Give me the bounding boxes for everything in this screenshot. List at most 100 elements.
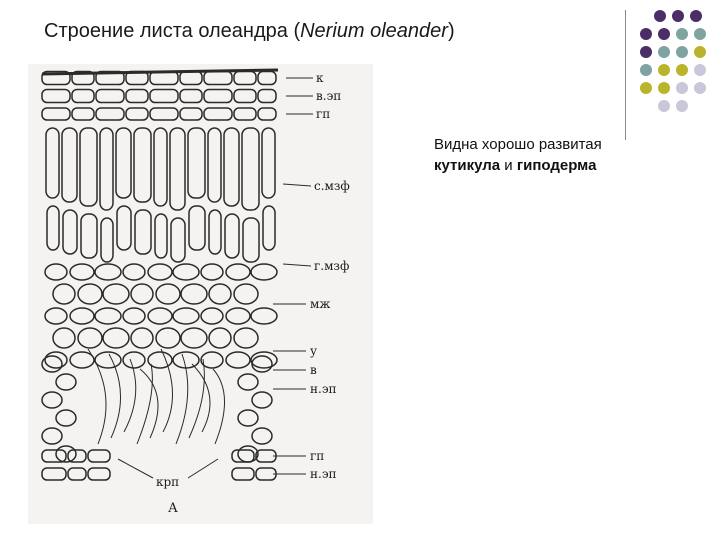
- decor-dot: [654, 10, 666, 22]
- cell: [125, 70, 149, 86]
- cell: [125, 107, 149, 121]
- cell: [41, 70, 71, 86]
- cell: [100, 217, 114, 263]
- cell: [160, 348, 173, 433]
- cell: [125, 88, 149, 104]
- cell: [188, 205, 206, 251]
- cell: [175, 353, 189, 445]
- decor-dot: [640, 46, 652, 58]
- cell: [172, 351, 200, 369]
- cell: [87, 348, 107, 445]
- label-k: к: [316, 71, 324, 85]
- cell: [251, 391, 273, 409]
- cell: [136, 363, 153, 445]
- decor-dot: [694, 46, 706, 58]
- cell: [41, 467, 67, 481]
- cell: [155, 283, 181, 305]
- cell: [149, 70, 179, 86]
- cell: [62, 209, 78, 255]
- cell: [46, 205, 60, 251]
- cell: [69, 351, 95, 369]
- cell: [250, 351, 278, 369]
- decor-dot: [640, 82, 652, 94]
- cell: [69, 307, 95, 325]
- cell: [153, 127, 168, 207]
- cell: [200, 263, 224, 281]
- cell: [55, 445, 77, 463]
- cell: [108, 353, 121, 439]
- cell: [87, 449, 111, 463]
- decor-dot: [694, 64, 706, 76]
- cell: [99, 127, 114, 211]
- cell: [251, 427, 273, 445]
- cell: [200, 307, 224, 325]
- body-text-line2: кутикула и гиподерма: [434, 155, 694, 176]
- cell: [237, 445, 259, 463]
- cell: [149, 88, 179, 104]
- cell: [225, 263, 251, 281]
- cell: [95, 88, 125, 104]
- cell: [203, 107, 233, 121]
- label-mzh: мж: [310, 297, 330, 311]
- cell: [223, 127, 240, 207]
- slide-title: Строение листа олеандра (Nerium oleander…: [44, 20, 455, 43]
- cell: [94, 307, 122, 325]
- decor-dot: [676, 100, 688, 112]
- cell: [233, 283, 259, 305]
- cell: [77, 283, 103, 305]
- cell: [225, 351, 251, 369]
- cell: [203, 70, 233, 86]
- cell: [122, 307, 146, 325]
- cell: [172, 263, 200, 281]
- cell: [71, 107, 95, 121]
- cell: [233, 107, 257, 121]
- label-s-mzf: с.мзф: [314, 179, 350, 193]
- cell: [179, 70, 203, 86]
- cell: [102, 283, 130, 305]
- cell: [261, 127, 276, 199]
- cell: [44, 351, 68, 369]
- cell: [41, 427, 63, 445]
- cell: [95, 107, 125, 121]
- decor-dot: [658, 100, 670, 112]
- cell: [187, 127, 206, 199]
- cell: [71, 70, 95, 86]
- cell: [242, 217, 260, 263]
- cell: [44, 263, 68, 281]
- cell: [116, 205, 132, 251]
- cell: [41, 88, 71, 104]
- cell: [188, 358, 205, 439]
- cell: [147, 307, 173, 325]
- decor-dot: [658, 46, 670, 58]
- cell: [122, 263, 146, 281]
- cell: [149, 107, 179, 121]
- cell: [44, 307, 68, 325]
- decor-dot: [694, 28, 706, 40]
- decor-dot: [676, 28, 688, 40]
- term-hypodermis: гиподерма: [516, 157, 597, 174]
- cell: [169, 127, 186, 211]
- decor-dot: [658, 64, 670, 76]
- decorative-dot-grid: [640, 8, 720, 112]
- cell: [123, 358, 137, 433]
- label-gp-top: гп: [316, 107, 330, 121]
- cell: [130, 327, 154, 349]
- cell: [224, 213, 240, 259]
- cell: [79, 127, 98, 207]
- cell: [179, 107, 203, 121]
- cell: [233, 88, 257, 104]
- label-n-ep-mid: н.эп: [310, 382, 337, 396]
- cell: [95, 70, 125, 86]
- cell: [94, 351, 122, 369]
- cell: [203, 88, 233, 104]
- cell: [71, 88, 95, 104]
- cell: [155, 327, 181, 349]
- cell: [52, 283, 76, 305]
- cell: [147, 351, 173, 369]
- cell: [122, 351, 146, 369]
- decor-dot: [658, 28, 670, 40]
- cell: [257, 107, 277, 121]
- cell: [207, 127, 222, 203]
- cell: [208, 209, 222, 255]
- vertical-divider: [625, 10, 626, 140]
